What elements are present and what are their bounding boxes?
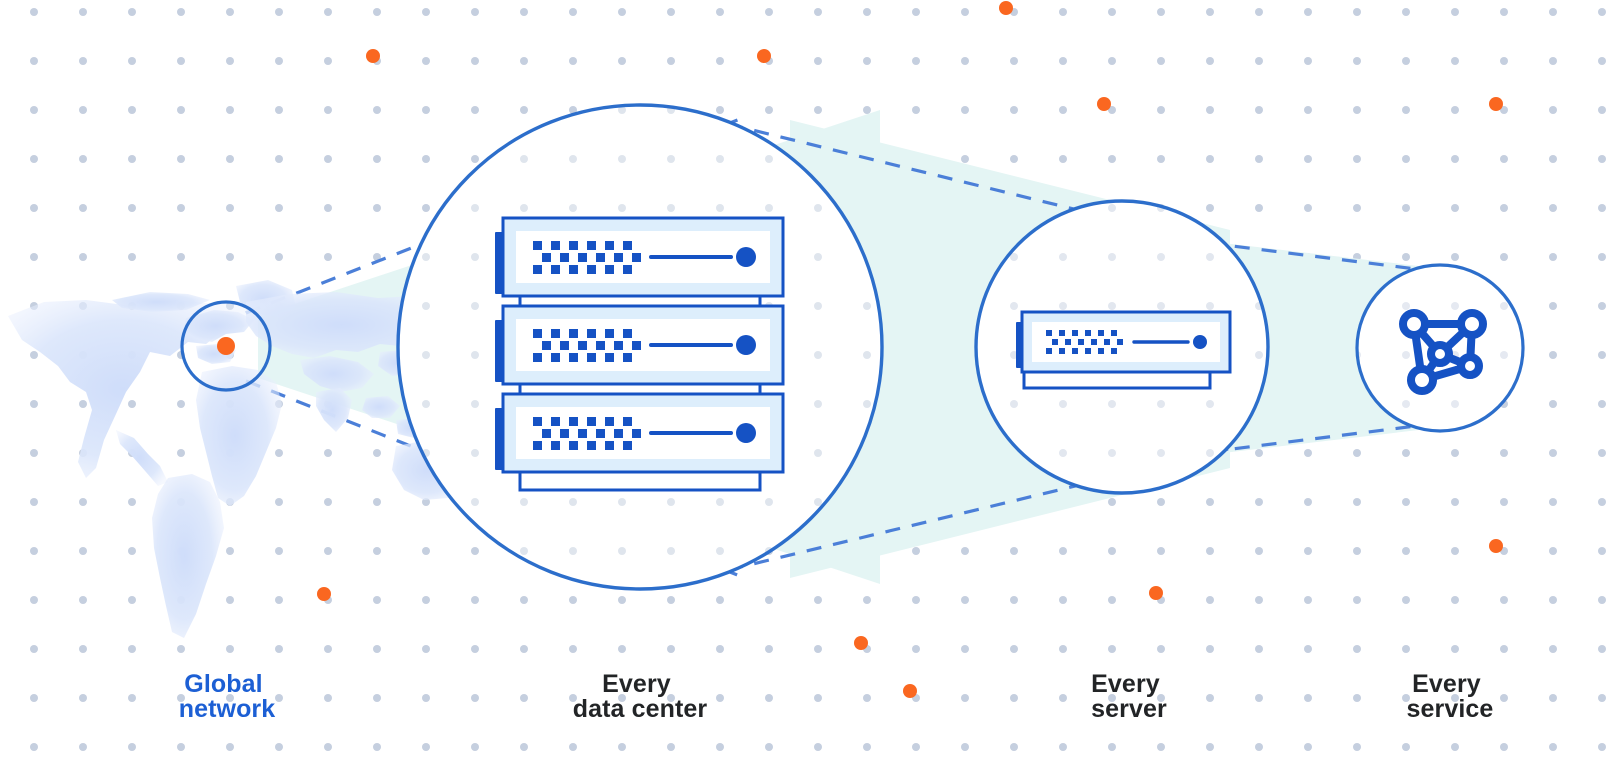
graph-node — [1457, 309, 1487, 339]
accent-dot — [317, 587, 331, 601]
rack-unit — [495, 304, 785, 386]
label-data-center: Every data center — [573, 670, 708, 723]
single-server-icon — [1016, 310, 1232, 390]
dashed-line-top-2 — [727, 122, 1229, 249]
global-network-highlight-circle — [180, 300, 272, 392]
accent-dot — [999, 1, 1013, 15]
accent-dot — [757, 49, 771, 63]
accent-dot — [1489, 97, 1503, 111]
accent-dot — [903, 684, 917, 698]
accent-dot — [1097, 97, 1111, 111]
label-line: service — [1407, 695, 1494, 723]
graph-node — [1407, 365, 1437, 395]
server-circle — [974, 199, 1270, 495]
label-server: Every server — [1091, 670, 1167, 723]
graph-node — [1399, 309, 1429, 339]
stage-labels: Global network Every data center Every s… — [179, 670, 1494, 723]
label-line: Every — [1412, 670, 1481, 698]
stage-server[interactable] — [974, 199, 1270, 495]
rack-unit — [495, 216, 785, 298]
rack-unit — [495, 392, 785, 474]
graph-node — [1427, 341, 1453, 367]
label-line: data center — [573, 695, 708, 723]
service-circle — [1355, 263, 1525, 433]
accent-dot — [1489, 539, 1503, 553]
accent-dots — [317, 1, 1503, 698]
global-network-location-dot — [217, 337, 235, 355]
data-center-circle — [396, 103, 884, 591]
accent-dot — [366, 49, 380, 63]
dashed-line-bottom-2 — [727, 447, 1229, 572]
label-line: server — [1091, 695, 1167, 723]
label-global-network: Global network — [179, 670, 276, 723]
label-line: Global — [184, 670, 262, 698]
stage-data-center[interactable] — [396, 103, 884, 591]
accent-dot — [1149, 586, 1163, 600]
label-line: Every — [1091, 670, 1160, 698]
graph-node — [1457, 353, 1483, 379]
label-line: Every — [602, 670, 671, 698]
server-rack-icon — [495, 216, 785, 492]
label-line: network — [179, 695, 276, 723]
rack-unit — [1016, 310, 1232, 374]
label-service: Every service — [1407, 670, 1494, 723]
accent-dot — [854, 636, 868, 650]
network-graph-icon — [1399, 309, 1487, 395]
stage-service[interactable] — [1355, 263, 1525, 433]
